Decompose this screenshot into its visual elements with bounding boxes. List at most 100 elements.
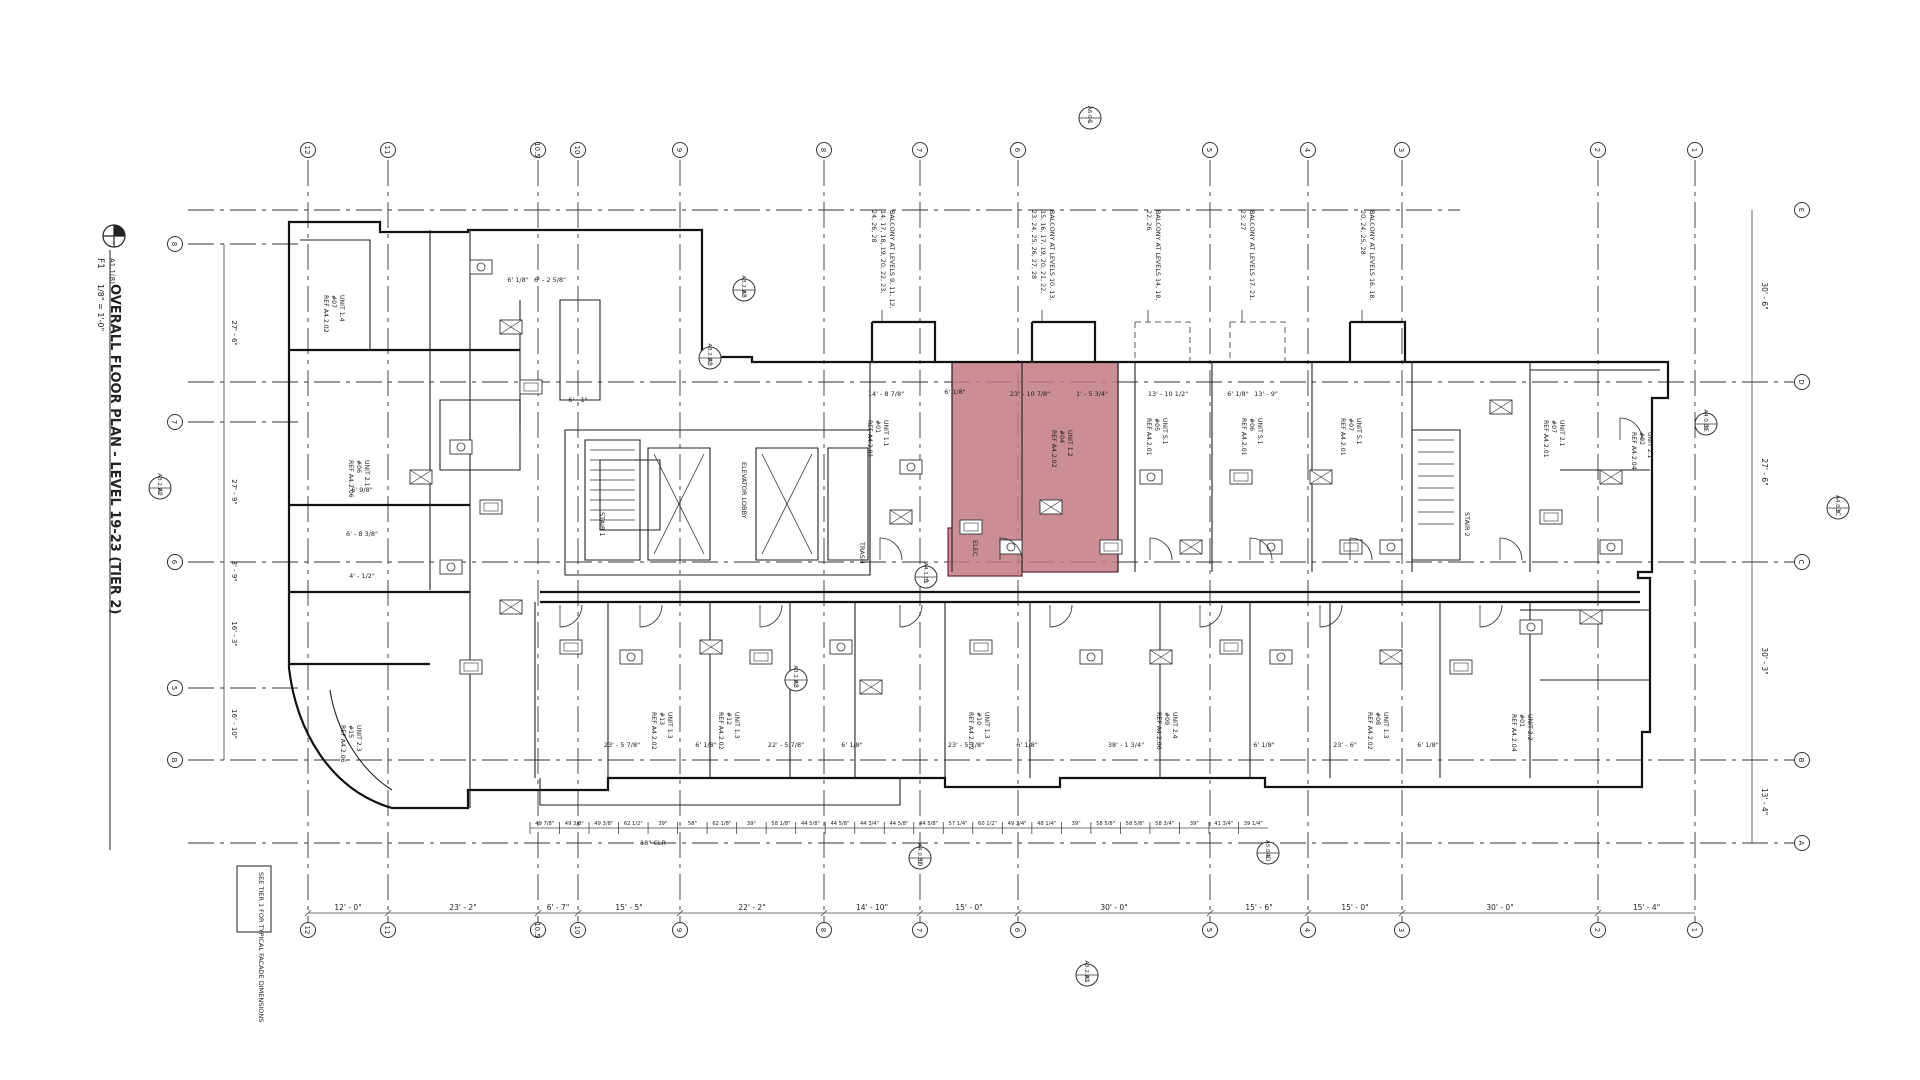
dim-label: 15' - 5" xyxy=(615,903,642,912)
door-swing xyxy=(1149,537,1173,561)
interior-dim-label: 23' - 6" xyxy=(1333,741,1357,749)
svg-text:10.5: 10.5 xyxy=(533,142,541,158)
svg-text:REF A4.2.02: REF A4.2.02 xyxy=(650,712,657,750)
interior-dim-label: 6' 1/8" xyxy=(1417,741,1438,749)
fixture xyxy=(1149,649,1173,665)
facade-dim-label: 62 1/8" xyxy=(712,821,731,827)
balcony-note: 23, 24, 25, 26, 27, 28 xyxy=(1030,210,1038,279)
door-swing xyxy=(1619,417,1643,441)
svg-text:UNIT 1.3: UNIT 1.3 xyxy=(666,712,673,739)
door-swing xyxy=(999,537,1023,561)
svg-text:REF A4.2.02: REF A4.2.02 xyxy=(717,712,724,750)
svg-text:UNIT 2.4: UNIT 2.4 xyxy=(1171,712,1178,739)
interior-dim-label: 13' - 9" xyxy=(1254,390,1278,398)
balcony-note: 15, 16, 17, 19, 20, 21, 22, xyxy=(1039,210,1047,293)
svg-text:D: D xyxy=(1797,379,1805,384)
svg-text:REF A4.2.02: REF A4.2.02 xyxy=(322,295,329,333)
svg-text:UNIT 1.3: UNIT 1.3 xyxy=(733,712,740,739)
svg-text:4: 4 xyxy=(1303,928,1311,933)
fixture xyxy=(1539,509,1563,525)
interior-dim-label: 6' 1/8" xyxy=(841,741,862,749)
grid-bubble-top: 7 xyxy=(912,142,928,158)
facade-dim-label: 62 1/2" xyxy=(624,821,643,827)
grid-bubble-top: 1 xyxy=(1687,142,1703,158)
grid-bubble-top: 5 xyxy=(1202,142,1218,158)
svg-text:A3.2.01: A3.2.01 xyxy=(792,665,798,686)
grid-bubble-bottom: 1 xyxy=(1687,922,1703,938)
svg-text:UNIT 2.3: UNIT 2.3 xyxy=(355,725,362,752)
svg-text:#10: #10 xyxy=(975,712,982,725)
fixture xyxy=(1519,619,1543,635)
door-swing xyxy=(1349,537,1373,561)
svg-text:A6.04: A6.04 xyxy=(1086,106,1092,123)
fixture xyxy=(1449,659,1473,675)
fixture xyxy=(1099,539,1123,555)
svg-text:#01: #01 xyxy=(1518,714,1525,727)
grid-bubble-bottom: 10.5 xyxy=(530,922,546,938)
grid-bubble-bottom: 12 xyxy=(300,922,316,938)
balcony-notes: BALCONY AT LEVELS 9, 11, 12,14, 17, 18, … xyxy=(870,210,1376,322)
svg-text:REF A4.2.02: REF A4.2.02 xyxy=(1366,712,1373,750)
svg-text:UNIT 1.1: UNIT 1.1 xyxy=(882,420,889,447)
fixture xyxy=(1379,539,1403,555)
door-swing xyxy=(879,537,903,561)
svg-text:5: 5 xyxy=(1205,928,1213,932)
svg-text:C: C xyxy=(1797,560,1805,565)
facade-dim-label: 60 1/2" xyxy=(978,821,997,827)
section-tag: 5A4.1.01 xyxy=(914,562,938,589)
svg-text:3C: 3C xyxy=(1834,508,1841,516)
grid-bubble-top: 9 xyxy=(672,142,688,158)
door-swing xyxy=(1049,604,1073,628)
dim-label: 15' - 0" xyxy=(1341,903,1368,912)
svg-text:A4.0.01: A4.0.01 xyxy=(1702,409,1708,430)
facade-dim-label: 44 5/8" xyxy=(890,821,909,827)
svg-text:REF A4.2.01: REF A4.2.01 xyxy=(1145,418,1152,456)
svg-text:#06: #06 xyxy=(355,460,362,473)
svg-text:2: 2 xyxy=(1593,928,1601,932)
section-tag: 1A6.04 xyxy=(1078,106,1102,130)
door-swing xyxy=(639,604,663,628)
svg-text:#06: #06 xyxy=(1248,418,1255,431)
fixture xyxy=(1489,399,1513,415)
note-box: SEE TIER 1 FOR TYPICAL FACADE DIMENSIONS xyxy=(236,865,272,1022)
svg-text:REF A4.2.01: REF A4.2.01 xyxy=(1542,420,1549,458)
svg-text:5: 5 xyxy=(1205,148,1213,152)
fixture xyxy=(439,559,463,575)
fixture xyxy=(499,599,523,615)
balcony-note: BALCONY AT LEVELS 10, 13, xyxy=(1048,210,1056,300)
fixture xyxy=(999,539,1023,555)
svg-text:3: 3 xyxy=(1397,928,1405,932)
svg-text:#08: #08 xyxy=(1374,712,1381,725)
facade-dim-label: 39" xyxy=(747,821,756,827)
svg-text:5: 5 xyxy=(922,579,929,583)
facade-dim-label: 58 5/8" xyxy=(1096,821,1115,827)
svg-text:4: 4 xyxy=(1303,148,1311,153)
facade-dim-label: 44 3/4" xyxy=(860,821,879,827)
svg-text:REF A4.2.06: REF A4.2.06 xyxy=(339,725,346,763)
interior-dim-label: 6' 1/8" xyxy=(507,276,528,284)
svg-text:5: 5 xyxy=(170,686,178,690)
door-swing xyxy=(1499,537,1523,561)
fixture xyxy=(479,499,503,515)
svg-text:UNIT 1.2: UNIT 1.2 xyxy=(1066,430,1073,457)
svg-text:6: 6 xyxy=(1013,928,1021,933)
svg-text:A4.0.02: A4.0.02 xyxy=(916,843,922,864)
grid-bubble-bottom: 4 xyxy=(1300,922,1316,938)
facade-dim-label: 44 5/8" xyxy=(830,821,849,827)
interior-dim-label: 4' - 1/2" xyxy=(349,572,375,580)
svg-text:#01: #01 xyxy=(874,420,881,433)
facade-dim-label: 58 3/4" xyxy=(1155,821,1174,827)
facade-dim-label: 49 3/8" xyxy=(594,821,613,827)
facade-dim-label: 49 3/8" xyxy=(565,821,584,827)
